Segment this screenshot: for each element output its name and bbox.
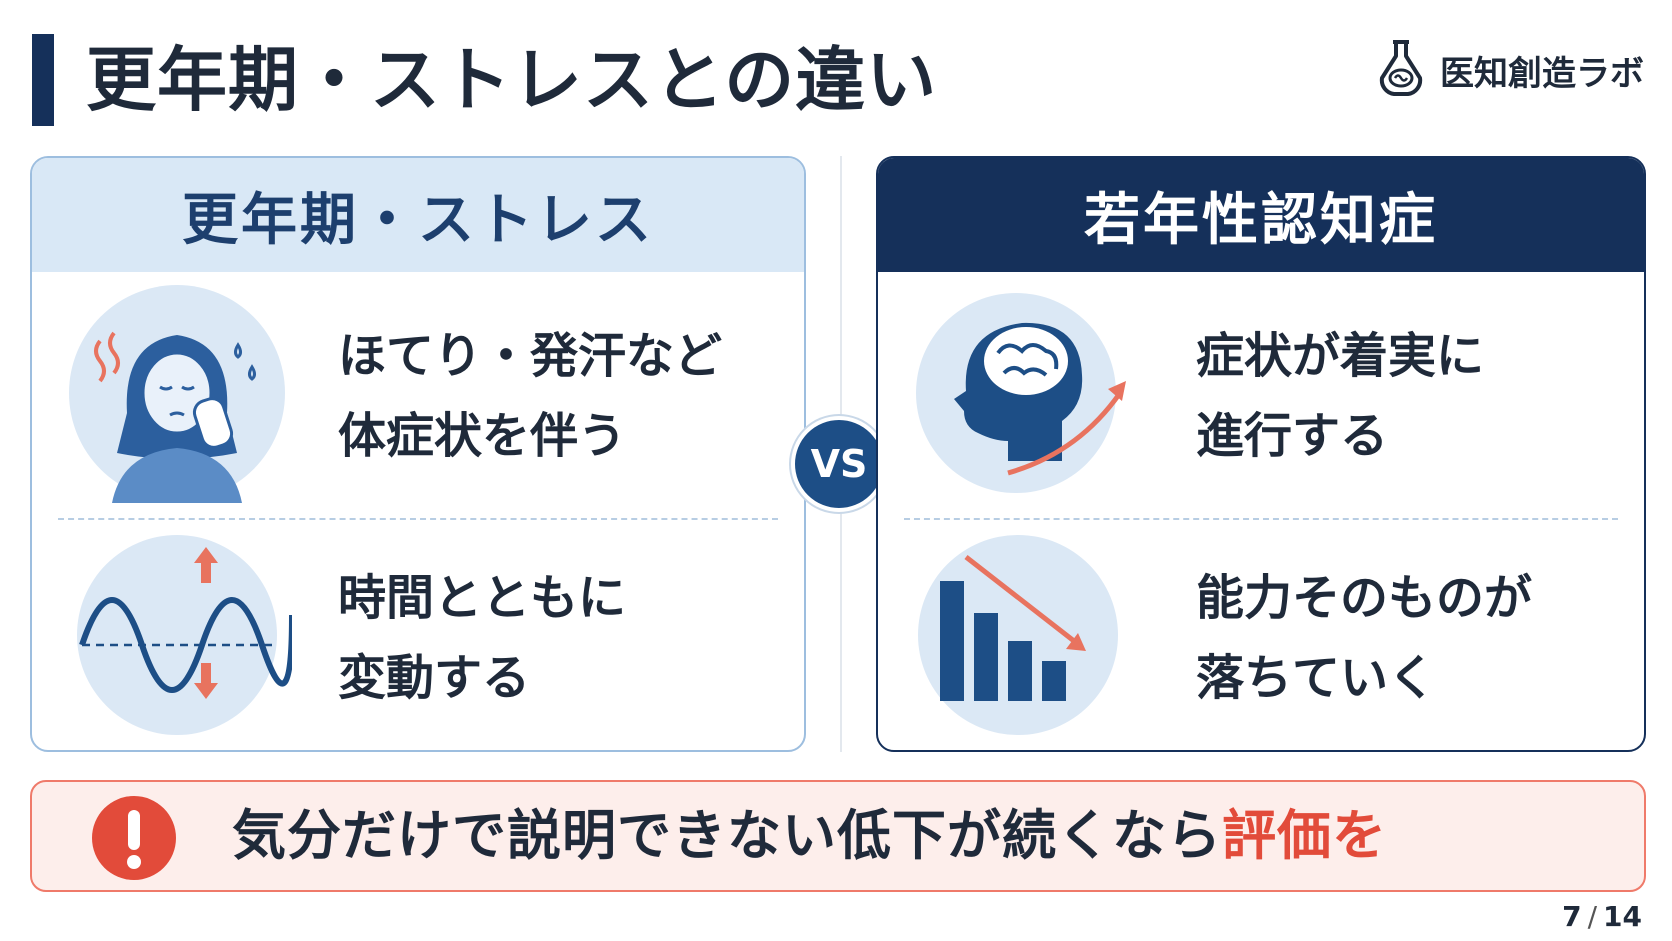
item-text: ほてり・発汗など 体症状を伴う [338, 316, 722, 476]
item-line-2: 体症状を伴う [338, 408, 627, 464]
head-brain-arrow-up-icon [908, 283, 1138, 503]
row-divider [58, 518, 778, 520]
item-line-2: 変動する [338, 650, 531, 706]
vs-badge: VS [791, 416, 887, 512]
declining-bar-chart-icon [908, 525, 1138, 745]
item-line-2: 落ちていく [1196, 650, 1437, 706]
list-item: 時間とともに 変動する [32, 520, 804, 750]
early-onset-dementia-panel: 若年性認知症 症状が着実に 進行する [876, 156, 1646, 752]
page-title: 更年期・ストレスとの違い [86, 39, 938, 121]
list-item: ほてり・発汗など 体症状を伴う [32, 278, 804, 508]
item-line-1: 能力そのものが [1196, 570, 1533, 626]
woman-hot-flash-icon [62, 283, 292, 503]
menopause-stress-heading: 更年期・ストレス [32, 158, 804, 272]
item-line-1: 時間とともに [338, 570, 627, 626]
item-line-1: 症状が着実に [1196, 328, 1485, 384]
item-line-2: 進行する [1196, 408, 1389, 464]
brand-name: 医知創造ラボ [1440, 53, 1644, 94]
item-text: 能力そのものが 落ちていく [1196, 558, 1532, 718]
menopause-stress-panel: 更年期・ストレス ほてり・発汗など 体症状を伴う [30, 156, 806, 752]
page-separator: / [1587, 900, 1598, 933]
page-current: 7 [1562, 900, 1582, 933]
row-divider [904, 518, 1618, 520]
page-indicator: 7/14 [1562, 900, 1642, 933]
item-line-1: ほてり・発汗など [338, 328, 723, 384]
early-onset-dementia-heading: 若年性認知症 [878, 158, 1644, 272]
evaluation-alert: 気分だけで説明できない低下が続くなら評価を [30, 780, 1646, 892]
alert-message: 気分だけで説明できない低下が続くなら評価を [232, 782, 1387, 890]
alert-main-text: 気分だけで説明できない低下が続くなら [232, 804, 1222, 867]
list-item: 症状が着実に 進行する [878, 278, 1644, 508]
flask-brain-icon [1374, 38, 1428, 102]
alert-emphasis: 評価を [1222, 804, 1387, 867]
title-accent-bar [32, 34, 54, 126]
page-total: 14 [1603, 900, 1642, 933]
exclamation-icon [90, 794, 178, 882]
wave-fluctuation-icon [62, 525, 295, 745]
item-text: 症状が着実に 進行する [1196, 316, 1484, 476]
item-text: 時間とともに 変動する [338, 558, 626, 718]
brand-logo: 医知創造ラボ [1374, 38, 1644, 102]
list-item: 能力そのものが 落ちていく [878, 520, 1644, 750]
